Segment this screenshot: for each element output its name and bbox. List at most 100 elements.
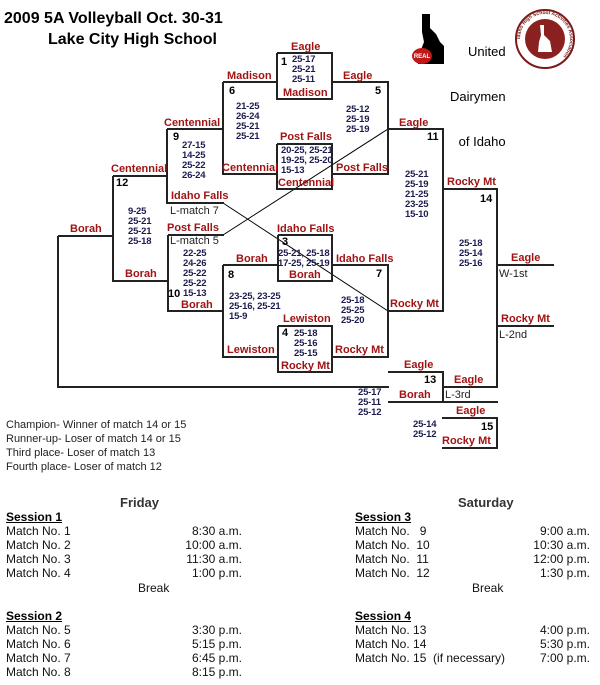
match-label: Match No. 3 — [6, 552, 71, 566]
score: 25-21 — [292, 64, 316, 75]
match-time: 1:00 p.m. — [191, 566, 242, 580]
match-label: Match No. 9 — [355, 524, 427, 538]
break-label: Break — [138, 581, 170, 595]
bracket-line — [223, 264, 279, 266]
team-label: Borah — [70, 223, 102, 235]
match-time: 5:15 p.m. — [191, 637, 242, 651]
match-label: Match No. 15 (if necessary) — [355, 651, 506, 665]
dairymen-logo: REAL United Dairymen of Idaho — [410, 12, 510, 149]
bracket-line — [388, 371, 444, 373]
score: 25-20 — [341, 315, 365, 326]
match-time: 5:30 p.m. — [539, 637, 590, 651]
team-label: Borah — [236, 253, 268, 265]
page-subtitle: Lake City High School — [48, 31, 217, 48]
team-label: Eagle — [511, 252, 541, 264]
match-time: 1:30 p.m. — [539, 566, 590, 580]
score: 25-12 — [346, 104, 370, 115]
score: 15-10 — [405, 209, 429, 220]
match-number: 4 — [282, 327, 289, 339]
bracket-line — [277, 235, 279, 282]
bracket-line — [443, 386, 498, 388]
placement-rule: Runner-up- Loser of match 14 or 15 — [6, 433, 181, 445]
match-number: 9 — [173, 131, 180, 143]
bracket-line — [331, 326, 333, 373]
score: 25-21 — [405, 169, 429, 180]
score: 25-21 — [236, 121, 260, 132]
score: 26-24 — [236, 111, 260, 122]
score: 25-15 — [294, 348, 318, 359]
bracket-line — [496, 418, 498, 449]
placement-rule: Fourth place- Loser of match 12 — [6, 461, 162, 473]
bracket-line — [277, 52, 333, 54]
match-label: Match No. 12 — [355, 566, 430, 580]
bracket-line — [442, 447, 498, 449]
team-label: Rocky Mt — [442, 435, 491, 447]
match-time: 3:30 p.m. — [191, 623, 242, 637]
team-label: Madison — [227, 70, 272, 82]
team-label: Rocky Mt — [501, 313, 550, 325]
score: 25-19 — [405, 179, 429, 190]
match-label: Match No. 14 — [355, 637, 427, 651]
match-number: 6 — [229, 85, 236, 97]
bracket-line — [331, 144, 333, 190]
team-label: Idaho Falls — [171, 190, 229, 202]
match-time: 4:00 p.m. — [539, 623, 590, 637]
loser-source: L-match 7 — [170, 205, 219, 217]
match-number: 15 — [481, 421, 494, 433]
session-title: Session 3 — [355, 510, 412, 524]
score: 25-11 — [292, 74, 315, 85]
team-label: Post Falls — [336, 162, 388, 174]
score: 25-14 — [459, 248, 483, 259]
score: 23-25 — [405, 199, 429, 210]
score: 25-16, 25-21 — [229, 301, 281, 312]
session-title: Session 1 — [6, 510, 63, 524]
score: 25-19 — [346, 124, 370, 135]
team-label: Eagle — [404, 359, 434, 371]
bracket-line — [276, 53, 278, 100]
team-label: Borah — [289, 269, 321, 281]
bracket-line — [496, 189, 498, 388]
bracket-line — [113, 280, 169, 282]
team-label: Eagle — [399, 117, 429, 129]
match-number: 11 — [427, 131, 439, 143]
match-label: Match No. 10 — [355, 538, 430, 552]
score: 25-21 — [128, 216, 152, 227]
team-label: Centennial — [222, 162, 279, 174]
score: 25-18 — [459, 238, 483, 249]
break-label: Break — [472, 581, 504, 595]
placement-note: L-2nd — [499, 329, 528, 341]
team-label: Lewiston — [283, 313, 331, 325]
score: 19-25, 25-20 — [281, 155, 333, 166]
score: 24-26 — [183, 258, 207, 269]
real-badge-text: REAL — [414, 54, 431, 60]
team-label: Lewiston — [227, 344, 275, 356]
team-label: Centennial — [278, 177, 335, 189]
match-number: 12 — [116, 177, 129, 189]
team-label: Rocky Mt — [335, 344, 384, 356]
bracket-line — [167, 235, 169, 312]
bracket-line — [497, 325, 554, 327]
team-label: Idaho Falls — [336, 253, 394, 265]
match-label: Match No. 2 — [6, 538, 71, 552]
match-time: 9:00 a.m. — [539, 524, 590, 538]
match-time: 7:00 p.m. — [539, 651, 590, 665]
match-time: 6:45 p.m. — [191, 651, 242, 665]
logo-line-2: Dairymen — [450, 89, 506, 104]
team-label: Rocky Mt — [281, 360, 330, 372]
ihsaa-seal: Idaho High School Activities Association — [514, 8, 576, 70]
bracket-line — [442, 129, 444, 312]
team-label: Eagle — [454, 374, 484, 386]
team-label: Eagle — [343, 70, 373, 82]
bracket-line — [388, 128, 444, 130]
match-time: 10:30 a.m. — [533, 538, 590, 552]
bracket-line — [442, 417, 498, 419]
match-label: Match No. 6 — [6, 637, 71, 651]
bracket-line — [388, 310, 444, 312]
score: 25-19 — [346, 114, 370, 125]
bracket-line — [113, 175, 168, 177]
score: 27-15 — [182, 140, 206, 151]
team-label: Idaho Falls — [277, 223, 335, 235]
bracket-line — [388, 401, 498, 403]
match-number: 14 — [480, 193, 493, 205]
score: 25-18 — [341, 295, 365, 306]
